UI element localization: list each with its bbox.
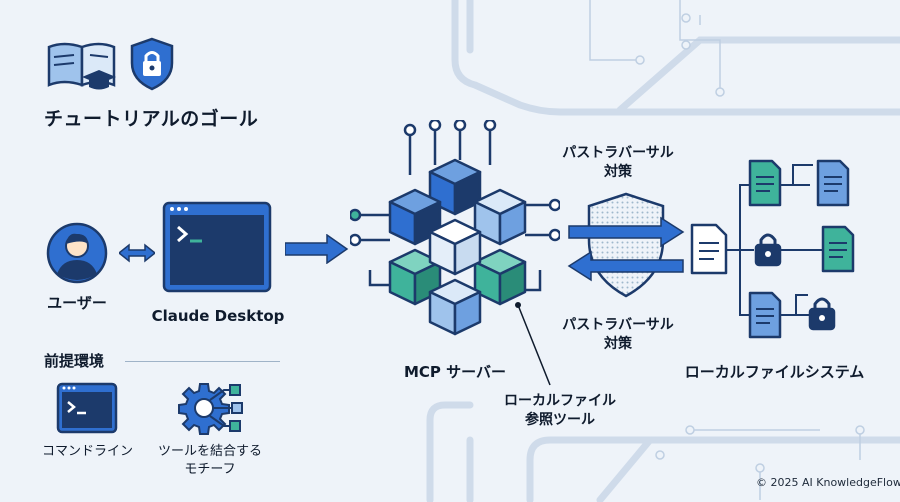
motif-line1: ツールを結合する xyxy=(157,444,262,459)
mcp-label: MCP サーバー xyxy=(403,363,506,381)
arrow-right-icon xyxy=(285,234,349,264)
double-arrow-icon xyxy=(119,243,155,263)
cmdline-icon xyxy=(56,382,118,434)
motif-line2: モチーフ xyxy=(184,462,236,477)
tool-label-line2: 参照ツール xyxy=(525,412,595,428)
tool-label-line1: ローカルファイル xyxy=(504,393,616,409)
goal-title: チュートリアルのゴール xyxy=(44,108,259,130)
traversal-top-line2: 対策 xyxy=(604,164,632,180)
lock-icon xyxy=(754,233,782,267)
file-system-icon xyxy=(690,159,855,339)
user-label: ユーザー xyxy=(47,294,107,312)
gear-nodes-icon xyxy=(178,383,243,435)
terminal-icon xyxy=(162,201,272,293)
traversal-bottom-line2: 対策 xyxy=(604,336,632,352)
tool-label: ローカルファイル 参照ツール xyxy=(495,392,625,430)
pointer-line xyxy=(515,302,551,386)
footer-copyright: © 2025 AI KnowledgeFlow xyxy=(756,476,900,489)
document-icon xyxy=(690,223,728,275)
motif-label: ツールを結合する モチーフ xyxy=(150,443,270,479)
cube-cluster-icon xyxy=(350,120,560,336)
book-cap-icon xyxy=(47,42,116,90)
traversal-bottom-line1: パストラバーサル xyxy=(562,317,674,333)
fs-label: ローカルファイルシステム xyxy=(684,363,865,381)
shield-lock-icon xyxy=(130,37,174,91)
claude-label: Claude Desktop xyxy=(151,307,285,325)
traversal-top-line1: パストラバーサル xyxy=(562,145,674,161)
shield-icon xyxy=(567,192,685,298)
traversal-top-label: パストラバーサル 対策 xyxy=(558,144,678,182)
prereq-title: 前提環境 xyxy=(44,352,105,370)
traversal-bottom-label: パストラバーサル 対策 xyxy=(558,316,678,354)
prereq-divider xyxy=(125,361,280,362)
user-icon xyxy=(46,222,108,284)
cmdline-label: コマンドライン xyxy=(41,444,133,459)
